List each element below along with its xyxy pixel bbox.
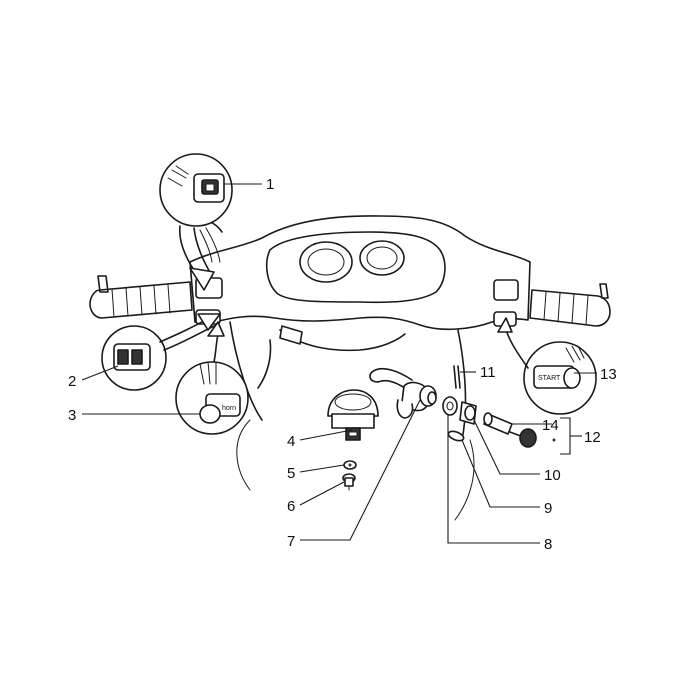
callout-14: 14 [542, 417, 559, 434]
callout-11: 11 [480, 364, 496, 381]
part-3-horn-button-detail: horn [175, 321, 249, 435]
part-4-horn-cap [327, 389, 379, 441]
horn-label-text: horn [222, 405, 236, 412]
part-12-key [509, 428, 556, 448]
part-8-ring [442, 396, 458, 416]
part-10-bush [459, 401, 477, 425]
callout-5: 5 [287, 465, 295, 482]
callout-2: 2 [68, 373, 76, 390]
part-13-start-switch-detail: START [497, 317, 597, 415]
leader-lines [81, 183, 597, 544]
callout-6: 6 [287, 498, 295, 515]
part-5-washer [343, 460, 357, 470]
callout-1: 1 [266, 176, 274, 193]
part-2-connector-detail [101, 313, 221, 391]
part-14-key-cylinder [483, 412, 513, 435]
start-label-text: START [538, 375, 561, 382]
callout-10: 10 [544, 467, 561, 484]
callout-8: 8 [544, 536, 552, 553]
part-6-screw [342, 473, 356, 491]
callout-12: 12 [584, 429, 601, 446]
callout-4: 4 [287, 433, 295, 450]
callout-9: 9 [544, 500, 552, 517]
part-7-lock-body [396, 381, 437, 419]
callout-labels: 1 2 3 4 5 6 7 8 9 10 11 12 13 14 [68, 176, 617, 553]
callout-3: 3 [68, 407, 76, 424]
part-11-pin [453, 365, 461, 389]
callout-13: 13 [600, 366, 617, 383]
part-1-switch-detail [159, 153, 233, 291]
callout-7: 7 [287, 533, 295, 550]
